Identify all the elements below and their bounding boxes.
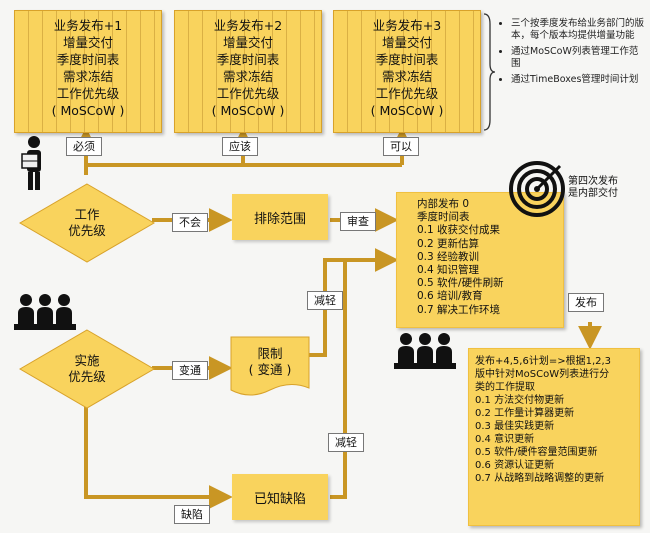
work-priority-text: 工作 优先级 [38, 207, 136, 239]
note-item: 通过MoSCoW列表管理工作范围 [511, 46, 647, 70]
target-label-line: 第四次发布 [568, 176, 618, 187]
release-1-line: 季度时间表 [56, 52, 120, 67]
release-3-text: 业务发布+3 增量交付 季度时间表 需求冻结 工作优先级 ( MoSCoW ) [334, 17, 480, 119]
limit-line: ( 变通 ) [248, 362, 292, 377]
label-must: 必须 [66, 137, 102, 156]
exclude-scope-box: 排除范围 [232, 194, 328, 240]
release-3-line: ( MoSCoW ) [370, 103, 444, 118]
impl-priority-line: 实施 [74, 353, 100, 368]
label-defect: 缺陷 [174, 505, 210, 524]
note-item: 通过TimeBoxes管理时间计划 [511, 74, 647, 86]
meeting-icon-2 [394, 333, 456, 369]
release-1-title: 业务发布+1 [53, 18, 123, 33]
release-2-text: 业务发布+2 增量交付 季度时间表 需求冻结 工作优先级 ( MoSCoW ) [175, 17, 321, 119]
release-1-line: ( MoSCoW ) [51, 103, 125, 118]
meeting-icon [14, 294, 76, 330]
post-release-line: 0.6 资源认证更新 [475, 460, 555, 471]
post-release-line: 类的工作提取 [475, 382, 535, 393]
release-box-2: 业务发布+2 增量交付 季度时间表 需求冻结 工作优先级 ( MoSCoW ) [174, 10, 322, 133]
work-priority-line: 工作 [74, 207, 100, 222]
arrow-reduce-2 [330, 260, 347, 499]
release-3-line: 增量交付 [381, 35, 432, 50]
release-1-text: 业务发布+1 增量交付 季度时间表 需求冻结 工作优先级 ( MoSCoW ) [15, 17, 161, 119]
post-release-line: 0.5 软件/硬件容量范围更新 [475, 447, 598, 458]
target-label-line: 是内部交付 [568, 188, 618, 199]
release-3-line: 季度时间表 [375, 52, 439, 67]
internal-line: 0.4 知识管理 [417, 264, 480, 277]
limit-doc-shape [230, 336, 310, 396]
post-release-box: 发布+4,5,6计划=>根据1,2,3 版中针对MoSCoW列表进行分 类的工作… [468, 348, 640, 526]
label-publish: 发布 [568, 293, 604, 312]
label-reduce-2: 减轻 [328, 433, 364, 452]
internal-line: 0.6 培训/教育 [417, 290, 483, 303]
limit-text: 限制 ( 变通 ) [230, 346, 310, 378]
post-release-line: 0.3 最佳实践更新 [475, 421, 555, 432]
impl-priority-line: 优先级 [68, 369, 106, 384]
release-2-line: ( MoSCoW ) [211, 103, 285, 118]
limit-line: 限制 [257, 346, 283, 361]
release-1-line: 工作优先级 [56, 86, 120, 101]
internal-line: 0.3 经验教训 [417, 250, 480, 263]
release-box-1: 业务发布+1 增量交付 季度时间表 需求冻结 工作优先级 ( MoSCoW ) [14, 10, 162, 133]
target-icon [509, 161, 565, 217]
release-1-line: 增量交付 [62, 35, 113, 50]
label-review: 审查 [340, 212, 376, 231]
post-release-line: 发布+4,5,6计划=>根据1,2,3 [475, 356, 612, 367]
post-release-line: 0.2 工作量计算器更新 [475, 408, 575, 419]
release-2-line: 季度时间表 [216, 52, 280, 67]
label-reduce-1: 减轻 [307, 291, 343, 310]
release-2-title: 业务发布+2 [213, 18, 283, 33]
post-release-line: 0.7 从战略到战略调整的更新 [475, 473, 605, 484]
release-2-line: 增量交付 [222, 35, 273, 50]
release-2-line: 需求冻结 [222, 69, 273, 84]
internal-line: 0.1 收获交付成果 [417, 224, 501, 237]
release-3-line: 工作优先级 [375, 86, 439, 101]
internal-line: 0.5 软件/硬件刷新 [417, 277, 504, 290]
label-wont: 不会 [172, 213, 208, 232]
internal-line: 0.7 解决工作环境 [417, 303, 501, 316]
label-workaround: 变通 [172, 361, 208, 380]
post-release-line: 0.1 方法交付物更新 [475, 395, 565, 406]
release-box-3: 业务发布+3 增量交付 季度时间表 需求冻结 工作优先级 ( MoSCoW ) [333, 10, 481, 133]
post-release-line: 0.4 意识更新 [475, 434, 535, 445]
work-priority-diamond [19, 183, 155, 263]
release-1-line: 需求冻结 [62, 69, 113, 84]
post-release-line: 版中针对MoSCoW列表进行分 [475, 369, 610, 380]
notes-panel: 三个按季度发布给业务部门的版本，每个版本均提供增量功能 通过MoSCoW列表管理… [497, 18, 647, 90]
release-3-title: 业务发布+3 [372, 18, 442, 33]
internal-release-list: 内部发布 0 季度时间表 0.1 收获交付成果 0.2 更新估算 0.3 经验教… [417, 198, 504, 317]
person-carrying-icon [21, 136, 41, 190]
internal-line: 内部发布 0 [417, 198, 470, 210]
notes-bracket [483, 13, 496, 131]
known-defects-box: 已知缺陷 [232, 474, 328, 520]
impl-priority-diamond [19, 329, 155, 409]
post-release-list: 发布+4,5,6计划=>根据1,2,3 版中针对MoSCoW列表进行分 类的工作… [475, 355, 611, 485]
work-priority-line: 优先级 [68, 223, 106, 238]
impl-priority-text: 实施 优先级 [38, 353, 136, 385]
release-2-line: 工作优先级 [216, 86, 280, 101]
release-3-line: 需求冻结 [381, 69, 432, 84]
internal-line: 季度时间表 [417, 211, 470, 224]
internal-line: 0.2 更新估算 [417, 237, 480, 250]
arrow-defect [84, 405, 233, 509]
target-label: 第四次发布 是内部交付 [568, 176, 618, 200]
note-item: 三个按季度发布给业务部门的版本，每个版本均提供增量功能 [511, 18, 647, 42]
label-could: 可以 [383, 137, 419, 156]
label-should: 应该 [222, 137, 258, 156]
